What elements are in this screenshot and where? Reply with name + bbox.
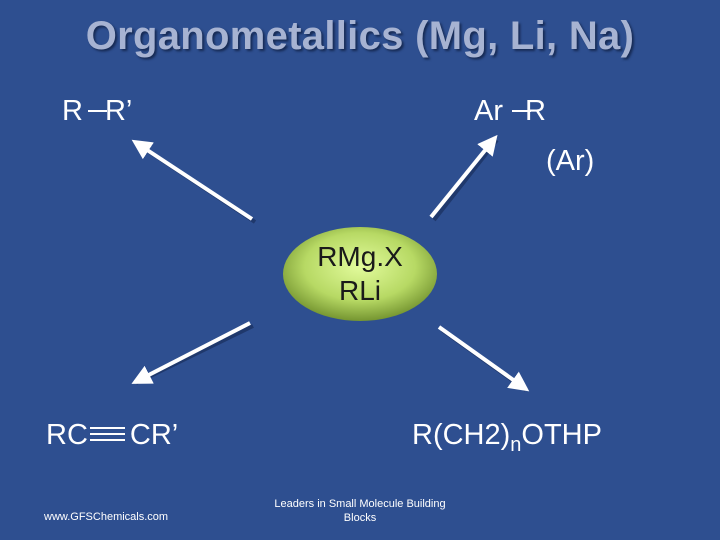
- product-othp: R(CH2)nOTHP: [412, 419, 602, 457]
- r-left-label: R: [62, 95, 83, 127]
- reagent-ellipse: [283, 227, 437, 321]
- footer-tagline-line1: Leaders in Small Molecule Building: [274, 498, 446, 510]
- product-alkyne: RC CR’: [46, 419, 178, 452]
- arrow-to-othp: [437, 325, 530, 392]
- footer-tagline-line2: Blocks: [343, 512, 377, 524]
- ar-label: Ar: [474, 95, 503, 127]
- ar-r-label: R: [525, 95, 546, 127]
- arrow-to-r-r: [131, 139, 254, 221]
- triple-bond: [90, 427, 125, 441]
- footer-tagline: Leaders in Small Molecule Building Block…: [250, 497, 470, 525]
- product-r-r: R R’: [62, 95, 132, 128]
- cr-label: CR’: [129, 419, 179, 451]
- slide-title: Organometallics (Mg, Li, Na): [85, 14, 635, 58]
- arrow-to-ar-r: [429, 134, 498, 219]
- ar-sub-label: (Ar): [546, 145, 595, 177]
- arrow-to-alkyne: [131, 321, 251, 384]
- footer-website: www.GFSChemicals.com: [44, 511, 169, 523]
- othp-subscript: n: [510, 433, 522, 456]
- othp-suffix: OTHP: [521, 419, 602, 451]
- othp-prefix: R(CH2): [412, 419, 511, 451]
- product-ar-r: Ar R: [474, 95, 546, 128]
- r-right-label: R’: [104, 95, 133, 127]
- rc-label: RC: [46, 419, 88, 451]
